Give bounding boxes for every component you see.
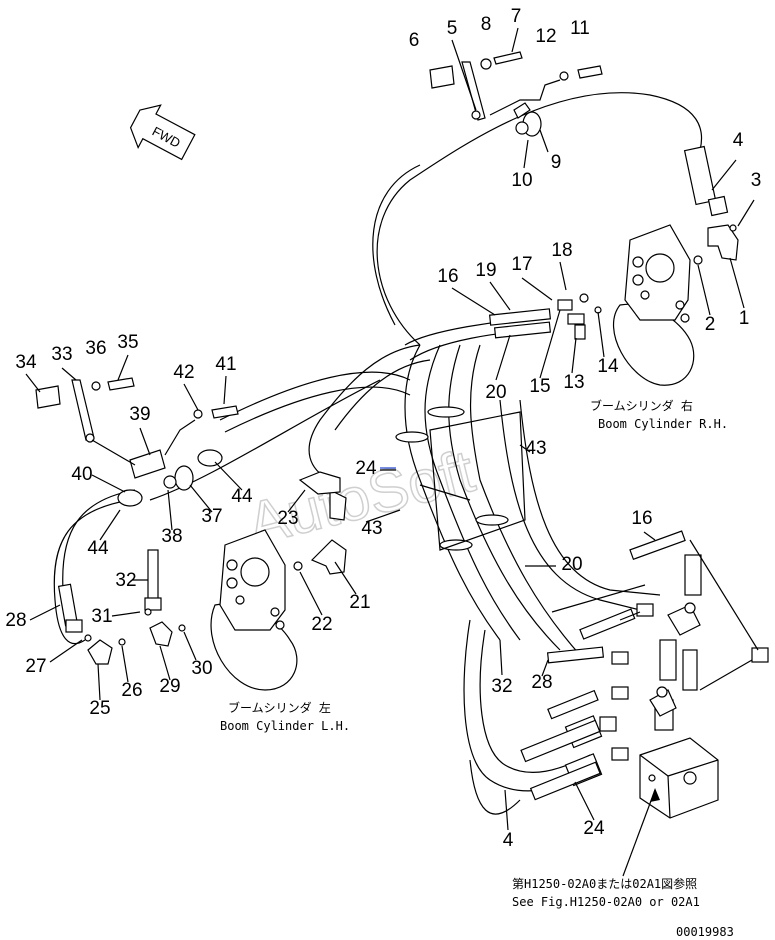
callout-35: 35 <box>117 332 138 353</box>
callout-28a: 28 <box>5 610 26 631</box>
callout-28b: 28 <box>531 672 552 693</box>
callout-12: 12 <box>535 26 556 47</box>
callout-21: 21 <box>349 592 370 613</box>
callout-43b: 43 <box>361 518 382 539</box>
leader-lines <box>25 27 755 831</box>
callout-13: 13 <box>563 372 584 393</box>
callout-17: 17 <box>511 254 532 275</box>
callout-6: 6 <box>409 30 420 51</box>
rh-fittings <box>429 51 739 340</box>
captions: ブームシリンダ 右 Boom Cylinder R.H. ブームシリンダ 左 B… <box>220 398 734 939</box>
callout-36: 36 <box>85 338 106 359</box>
lh-fittings <box>35 377 347 665</box>
callout-23: 23 <box>277 508 298 529</box>
callout-42: 42 <box>173 362 194 383</box>
hose-lines <box>53 92 703 815</box>
callout-11: 11 <box>570 18 590 39</box>
callout-29: 29 <box>159 676 180 697</box>
callout-10: 10 <box>511 170 532 191</box>
drawing-number: 00019983 <box>676 925 734 939</box>
callout-20b: 20 <box>561 554 582 575</box>
callout-24: 24 <box>355 458 377 479</box>
boom-cylinder-rh <box>613 224 695 386</box>
caption-rh-jp: ブームシリンダ 右 <box>590 398 693 413</box>
callout-32a: 32 <box>115 570 136 591</box>
callout-3: 3 <box>751 170 762 191</box>
callout-34: 34 <box>15 352 37 373</box>
callout-30: 30 <box>191 658 212 679</box>
callout-9: 9 <box>551 152 562 173</box>
callout-31: 31 <box>91 606 112 627</box>
callout-32b: 32 <box>491 676 512 697</box>
callout-5: 5 <box>447 18 458 39</box>
callout-2: 2 <box>705 314 716 335</box>
callout-25: 25 <box>89 698 110 719</box>
fwd-arrow-icon: FWD <box>129 104 196 161</box>
caption-lh-en: Boom Cylinder L.H. <box>220 719 350 733</box>
callout-40: 40 <box>71 464 92 485</box>
callout-44b: 44 <box>87 538 109 559</box>
callout-44a: 44 <box>231 486 253 507</box>
callout-16b: 16 <box>631 508 652 529</box>
watermark: AutoSoft <box>241 437 481 558</box>
clamps <box>395 406 526 551</box>
callout-43: 43 <box>525 438 546 459</box>
caption-ref-jp: 第H1250-02A0または02A1図参照 <box>512 876 697 891</box>
caption-lh-jp: ブームシリンダ 左 <box>228 700 331 715</box>
callout-18: 18 <box>551 240 572 261</box>
callout-1: 1 <box>739 308 750 329</box>
boom-cylinder-lh <box>210 529 298 691</box>
callout-7: 7 <box>511 6 522 27</box>
callout-20: 20 <box>485 382 506 403</box>
callout-16: 16 <box>437 266 458 287</box>
valve-block <box>520 530 769 877</box>
callout-26: 26 <box>121 680 142 701</box>
callout-33: 33 <box>51 344 72 365</box>
callout-22: 22 <box>311 614 332 635</box>
callout-19: 19 <box>475 260 496 281</box>
callout-38: 38 <box>161 526 182 547</box>
callout-labels: 6 5 8 7 12 11 4 3 10 9 18 16 19 17 2 1 1… <box>5 6 761 851</box>
callout-39: 39 <box>129 404 150 425</box>
callout-15: 15 <box>529 376 550 397</box>
caption-rh-en: Boom Cylinder R.H. <box>598 417 728 431</box>
callout-14: 14 <box>597 356 619 377</box>
callout-27: 27 <box>25 656 46 677</box>
callout-41: 41 <box>215 354 236 375</box>
callout-37: 37 <box>201 506 222 527</box>
callout-24b: 24 <box>583 818 605 839</box>
caption-ref-en: See Fig.H1250-02A0 or 02A1 <box>512 895 700 909</box>
callout-8: 8 <box>481 14 492 35</box>
callout-4: 4 <box>733 130 744 151</box>
callout-4b: 4 <box>503 830 514 851</box>
